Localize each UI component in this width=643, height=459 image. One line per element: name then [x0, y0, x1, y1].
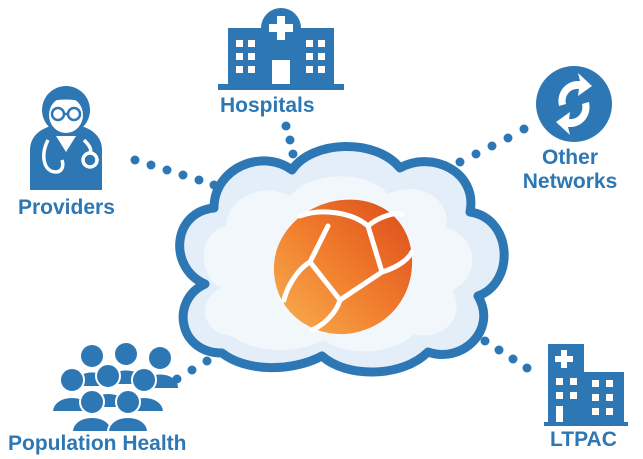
crowd-people-icon — [50, 343, 178, 433]
ltpac-label: LTPAC — [550, 428, 617, 451]
providers-label: Providers — [18, 196, 115, 219]
circular-arrows-icon — [536, 66, 612, 142]
population-health-label: Population Health — [8, 432, 187, 455]
connector-providers — [130, 155, 219, 190]
hospital-building-icon — [218, 8, 344, 90]
other-networks-label-line1: Other — [541, 146, 598, 169]
connector-ltpac — [480, 336, 532, 373]
orange-rose-logo — [273, 199, 415, 335]
care-facility-icon — [544, 344, 628, 426]
other-networks-label: Other Networks — [500, 146, 640, 194]
doctor-stethoscope-icon — [30, 86, 102, 190]
other-networks-label-line2: Networks — [522, 170, 618, 193]
hospitals-label: Hospitals — [220, 94, 315, 117]
connector-hospitals — [281, 121, 298, 159]
